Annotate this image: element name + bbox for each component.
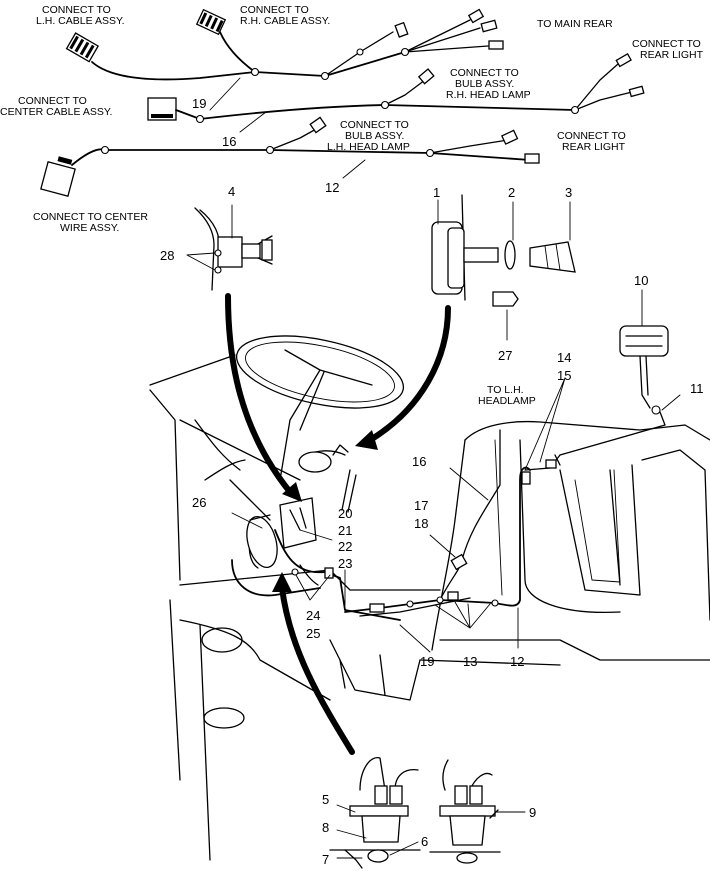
- callout-2: 2: [508, 185, 515, 200]
- callout-numbers: 19 16 12 4 1 2 3 28 10 27 14 15 11 16 26…: [160, 96, 704, 867]
- callout-27: 27: [498, 348, 512, 363]
- ignition-switch-cluster: [231, 444, 401, 621]
- callout-3: 3: [565, 185, 572, 200]
- tag-27: [492, 291, 519, 307]
- callout-7: 7: [322, 852, 329, 867]
- center-cable-connector: [147, 97, 177, 121]
- callout-5: 5: [322, 792, 329, 807]
- lh-cable-connector: [65, 32, 100, 63]
- tractor-body: [149, 335, 710, 861]
- label-lh-headlamp-small: TO L.H.HEADLAMP: [478, 384, 536, 407]
- rear-light: [559, 325, 669, 456]
- callout-17: 17: [414, 498, 428, 513]
- callout-25: 25: [306, 626, 320, 641]
- harness-19: [65, 8, 504, 81]
- headlamp-assembly: [431, 194, 576, 301]
- leader-lines: [186, 77, 681, 859]
- rh-cable-connector: [195, 8, 227, 36]
- callout-20: 20: [338, 506, 352, 521]
- callout-18: 18: [414, 516, 428, 531]
- callout-12b: 12: [510, 654, 524, 669]
- tractor-harness: [344, 429, 561, 617]
- callout-24: 24: [306, 608, 320, 623]
- callout-8: 8: [322, 820, 329, 835]
- callout-19a: 19: [192, 96, 206, 111]
- callout-26: 26: [192, 495, 206, 510]
- callout-9: 9: [529, 805, 536, 820]
- callout-21: 21: [338, 523, 352, 538]
- harness-12: [40, 116, 540, 197]
- callout-6: 6: [421, 834, 428, 849]
- bottom-switch-right: [429, 759, 501, 864]
- callout-1: 1: [433, 185, 440, 200]
- callout-13: 13: [463, 654, 477, 669]
- harness-16: [147, 53, 645, 124]
- assembly-arrows: [225, 293, 451, 755]
- center-wire-connector: [40, 156, 76, 197]
- light-switch: [194, 207, 273, 291]
- callout-16a: 16: [222, 134, 236, 149]
- callout-4: 4: [228, 184, 235, 199]
- bottom-switch-left: [329, 757, 421, 869]
- callout-11: 11: [690, 381, 704, 396]
- callout-19b: 19: [420, 654, 434, 669]
- callout-12a: 12: [325, 180, 339, 195]
- callout-10: 10: [634, 273, 648, 288]
- callout-16b: 16: [412, 454, 426, 469]
- callout-14: 14: [557, 350, 571, 365]
- callout-15: 15: [557, 368, 571, 383]
- callout-28: 28: [160, 248, 174, 263]
- label-main-rear: TO MAIN REAR: [537, 18, 613, 30]
- callout-22: 22: [338, 539, 352, 554]
- callout-23: 23: [338, 556, 352, 571]
